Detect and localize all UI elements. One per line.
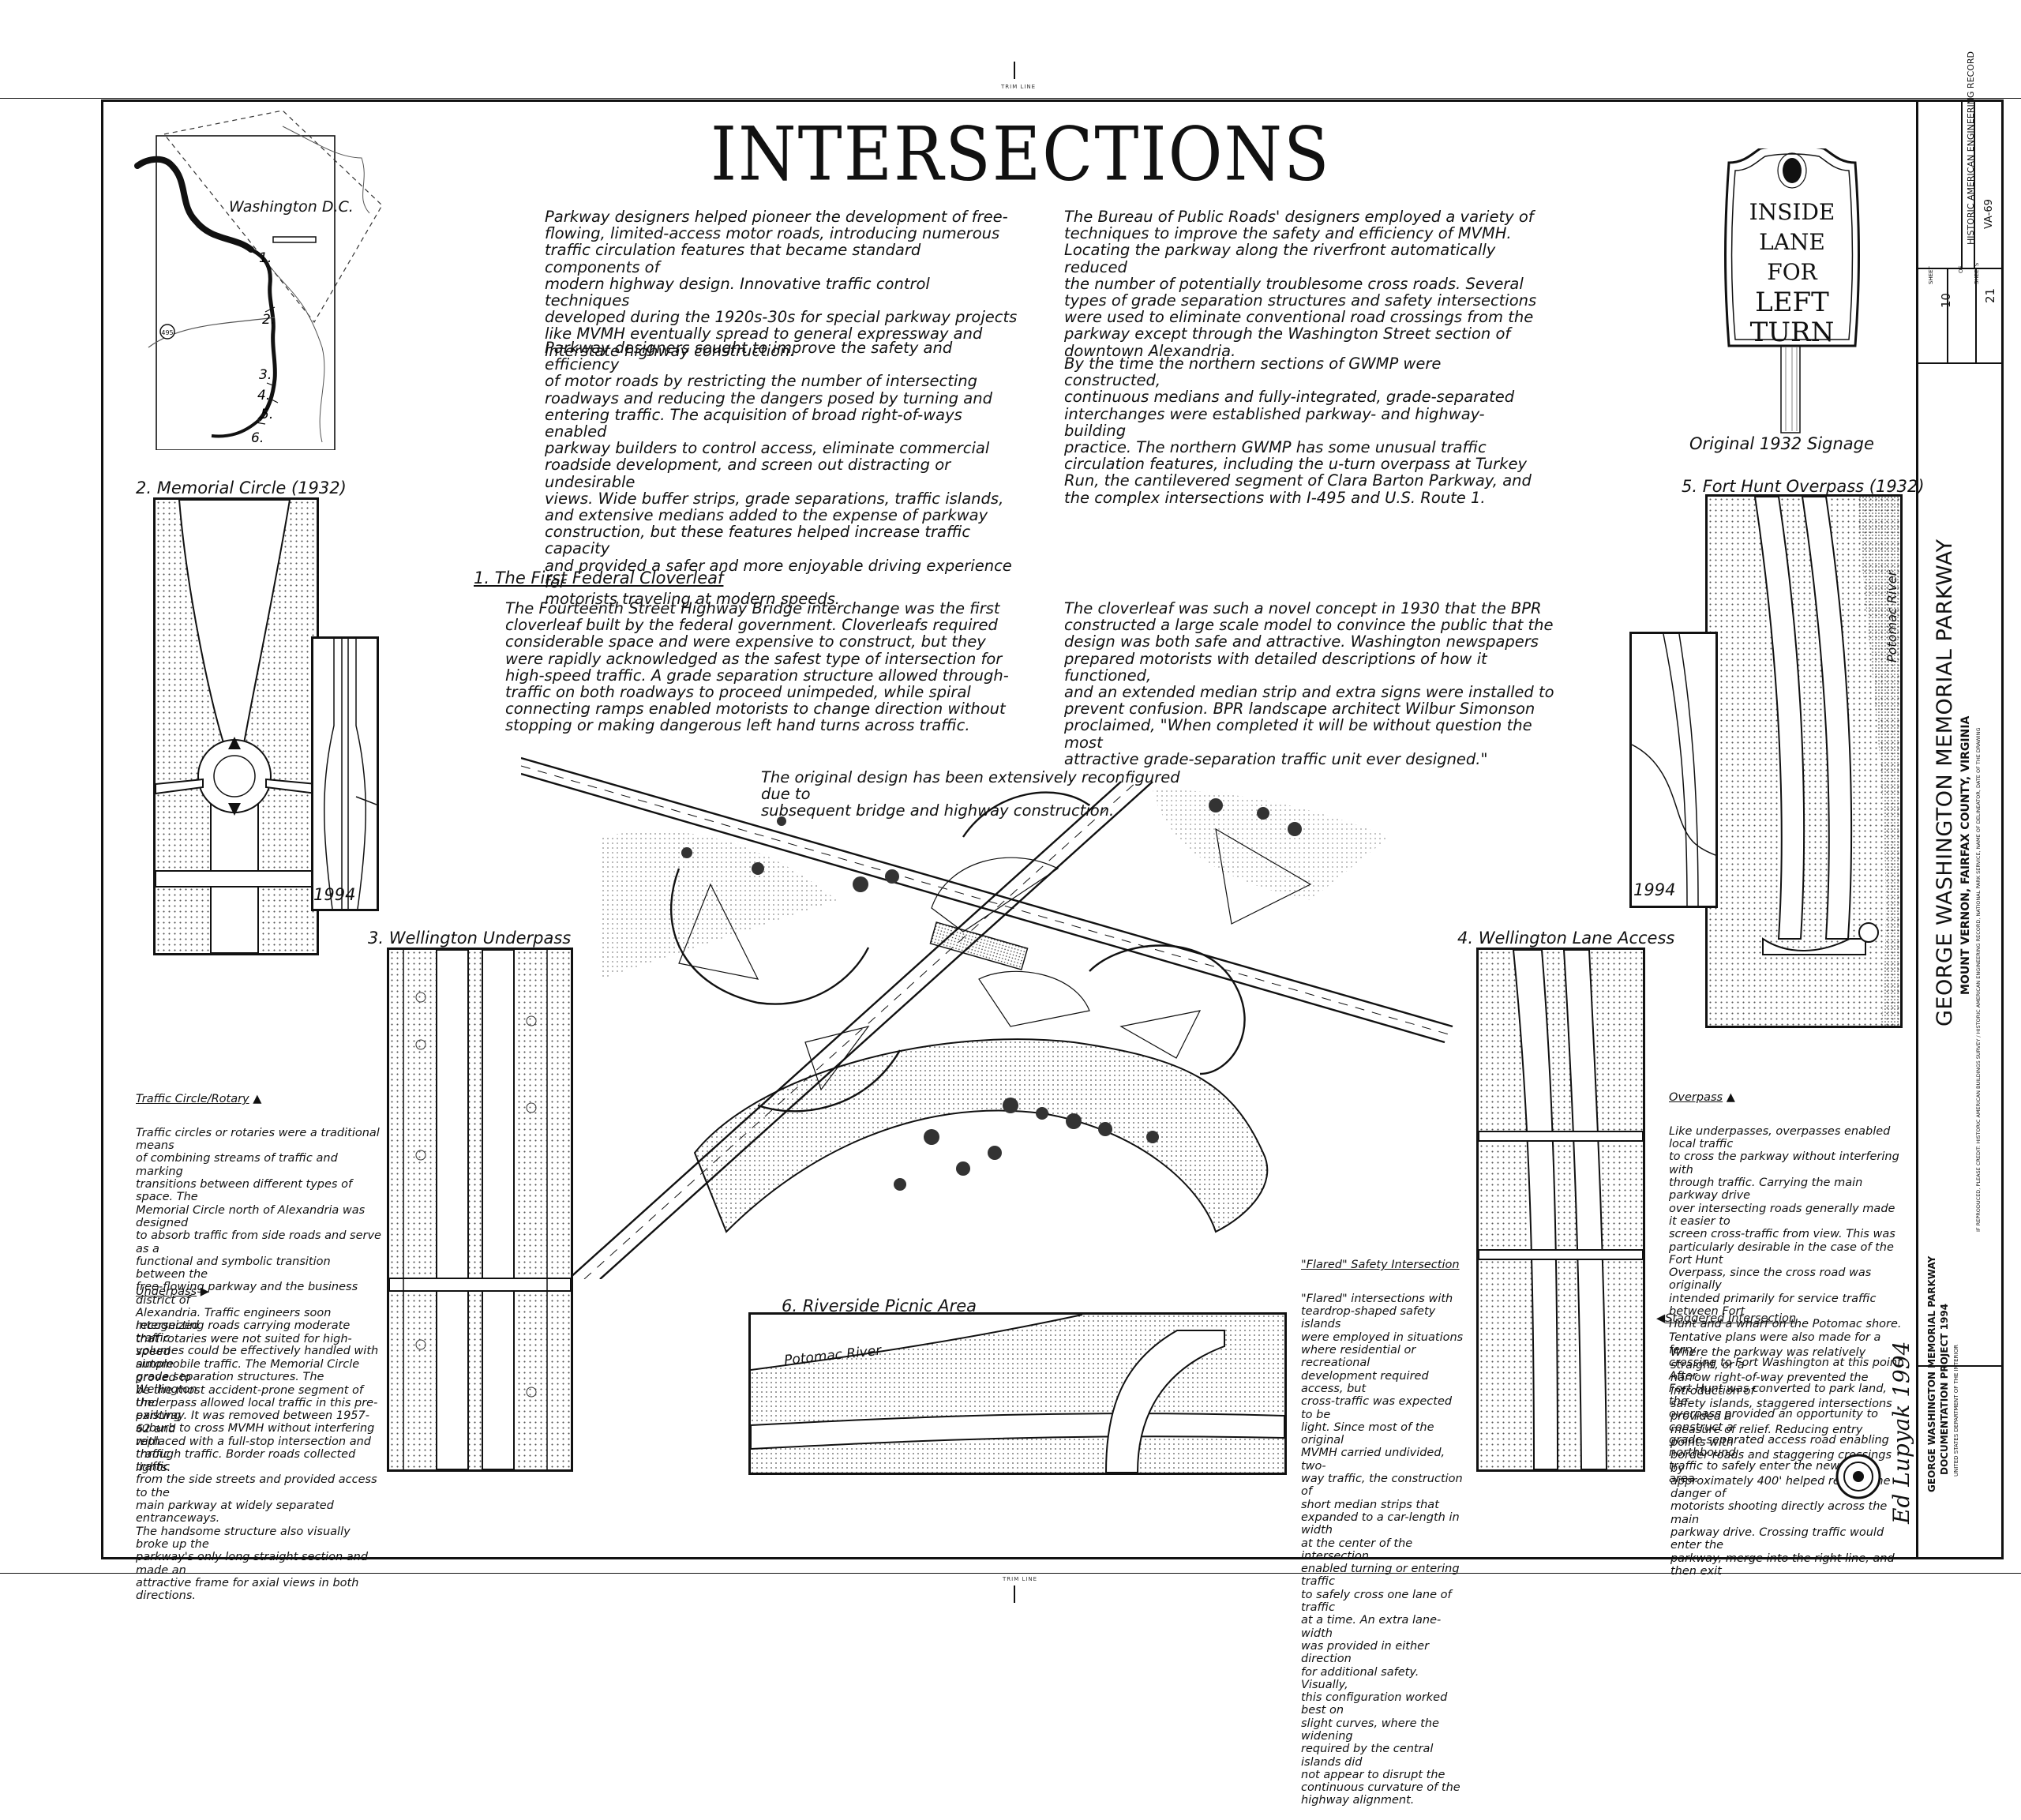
wellington-underpass-panel: [387, 948, 573, 1472]
staggered-note: ◀Staggered Intersection Where the parkwa…: [1656, 1300, 1901, 1591]
map-marker-3: 3.: [259, 367, 272, 383]
trim-rule-bottom: [0, 1573, 2021, 1574]
tb-sheet-label: SHEET: [1928, 266, 1934, 284]
tb-number: VA-69: [1983, 199, 1995, 229]
map-marker-6: 6.: [251, 430, 264, 446]
flared-text: "Flared" intersections with teardrop-sha…: [1301, 1292, 1464, 1807]
cloverleaf-heading: 1. The First Federal Cloverleaf: [474, 569, 723, 587]
trim-line-top: TRIM LINE: [1001, 84, 1037, 90]
staggered-heading: Staggered Intersection: [1665, 1312, 1797, 1326]
page-title: INTERSECTIONS: [711, 111, 1331, 197]
staggered-text: Where the parkway was relatively straigh…: [1670, 1345, 1895, 1578]
cloverleaf-drawing: [520, 742, 1492, 1280]
cloverleaf-paragraph-1: The Fourteenth Street Highway Bridge int…: [505, 599, 1009, 735]
trim-tick-bottom: [1014, 1585, 1015, 1603]
intro-paragraph-1: Parkway designers helped pioneer the dev…: [545, 208, 1018, 360]
map-marker-4: 4.: [257, 388, 270, 403]
tb-of: 21: [1983, 287, 1997, 303]
intro-paragraph-2: Parkway designers sought to improve the …: [545, 339, 1012, 609]
tb-credit: IF REPRODUCED, PLEASE CREDIT: HISTORIC A…: [1975, 727, 1982, 1232]
arrow-right-icon: ▶: [200, 1285, 209, 1299]
location-map: 495 Washington D.C. 1. 2. 3. 4. 5. 6.: [133, 110, 401, 451]
underpass-text: Intersecting roads carrying moderate tra…: [136, 1319, 379, 1603]
fort-hunt-inset-year: 1994: [1633, 880, 1676, 899]
memorial-circle-label: 2. Memorial Circle (1932): [136, 478, 347, 497]
fort-hunt-label: 5. Fort Hunt Overpass (1932): [1682, 477, 1925, 496]
map-marker-2: 2.: [262, 312, 275, 328]
traffic-circle-note: Traffic Circle/Rotary ▲ Traffic circles …: [136, 1080, 382, 1487]
tb-of-label: OF: [1958, 265, 1964, 273]
wellington-underpass-label: 3. Wellington Underpass: [368, 929, 572, 948]
fort-hunt-1994-inset: 1994: [1629, 632, 1718, 908]
intro-paragraph-4: By the time the northern sections of GWM…: [1064, 355, 1532, 507]
original-signage: INSIDE LANE FOR LEFT TURN: [1713, 144, 1871, 441]
sign-caption: Original 1932 Signage: [1689, 434, 1874, 453]
tb-project-2: DOCUMENTATION PROJECT 1994: [1939, 1303, 1950, 1475]
tb-project-1: GEORGE WASHINGTON MEMORIAL PARKWAY: [1926, 1255, 1937, 1492]
intro-paragraph-3: The Bureau of Public Roads' designers em…: [1064, 208, 1537, 360]
tb-location: MOUNT VERNON, FAIRFAX COUNTY, VIRGINIA: [1959, 715, 1972, 995]
overpass-text: Like underpasses, overpasses enabled loc…: [1669, 1124, 1906, 1485]
fort-hunt-river-label: Potomac River: [1884, 570, 1899, 662]
cloverleaf-note: The original design has been extensively…: [761, 768, 1180, 820]
memorial-circle-1994-inset: 1994: [311, 636, 379, 911]
traffic-circle-heading: Traffic Circle/Rotary: [136, 1093, 249, 1106]
triangle-icon: ▲: [253, 1093, 262, 1106]
cloverleaf-heading-text: 1. The First Federal Cloverleaf: [474, 569, 724, 587]
underpass-note: Underpass ▶ Intersecting roads carrying …: [136, 1273, 382, 1615]
trim-tick-top: [1014, 62, 1015, 79]
tb-haer: HISTORIC AMERICAN ENGINEERING RECORD: [1966, 51, 1976, 245]
traffic-circle-text: Traffic circles or rotaries were a tradi…: [136, 1126, 381, 1474]
triangle-icon: ▲: [1726, 1091, 1735, 1105]
sign-line-3: LEFT TURN: [1749, 287, 1835, 348]
cloverleaf-paragraph-2: The cloverleaf was such a novel concept …: [1064, 599, 1554, 768]
tb-sheet: 10: [1939, 292, 1953, 308]
wellington-lane-panel: [1476, 948, 1645, 1472]
riverside-panel: Potomac River: [748, 1312, 1287, 1475]
wellington-lane-label: 4. Wellington Lane Access: [1457, 929, 1675, 948]
memorial-circle-panel: [153, 497, 319, 955]
map-marker-5: 5.: [261, 407, 273, 422]
map-marker-1: 1.: [259, 250, 272, 266]
delineator-signature: Ed Lupyak 1994: [1888, 1341, 1914, 1524]
arrow-left-icon: ◀: [1656, 1312, 1666, 1326]
flared-intersection-note: "Flared" Safety Intersection "Flared" in…: [1301, 1246, 1467, 1820]
sign-line-1: INSIDE LANE: [1749, 199, 1835, 255]
fort-hunt-panel: Potomac River: [1705, 494, 1903, 1028]
sign-line-2: FOR: [1767, 259, 1817, 285]
underpass-heading: Underpass: [136, 1285, 197, 1299]
overpass-heading: Overpass: [1669, 1091, 1723, 1105]
tb-name: GEORGE WASHINGTON MEMORIAL PARKWAY: [1933, 538, 1957, 1026]
haer-seal: [1835, 1453, 1882, 1500]
map-city-label: Washington D.C.: [229, 198, 354, 216]
tb-dept: UNITED STATES DEPARTMENT OF THE INTERIOR: [1953, 1345, 1959, 1477]
memorial-inset-year: 1994: [313, 885, 356, 904]
drawing-frame: [101, 99, 1918, 1559]
flared-heading: "Flared" Safety Intersection: [1301, 1259, 1460, 1272]
trim-rule-top: [0, 98, 2021, 99]
overpass-note: Overpass ▲ Like underpasses, overpasses …: [1669, 1079, 1906, 1499]
trim-line-bottom: TRIM LINE: [1003, 1576, 1038, 1582]
title-block: [1918, 99, 2004, 1559]
tb-sheets-label: SHEETS: [1974, 262, 1980, 284]
map-shield-label: 495: [161, 329, 173, 336]
